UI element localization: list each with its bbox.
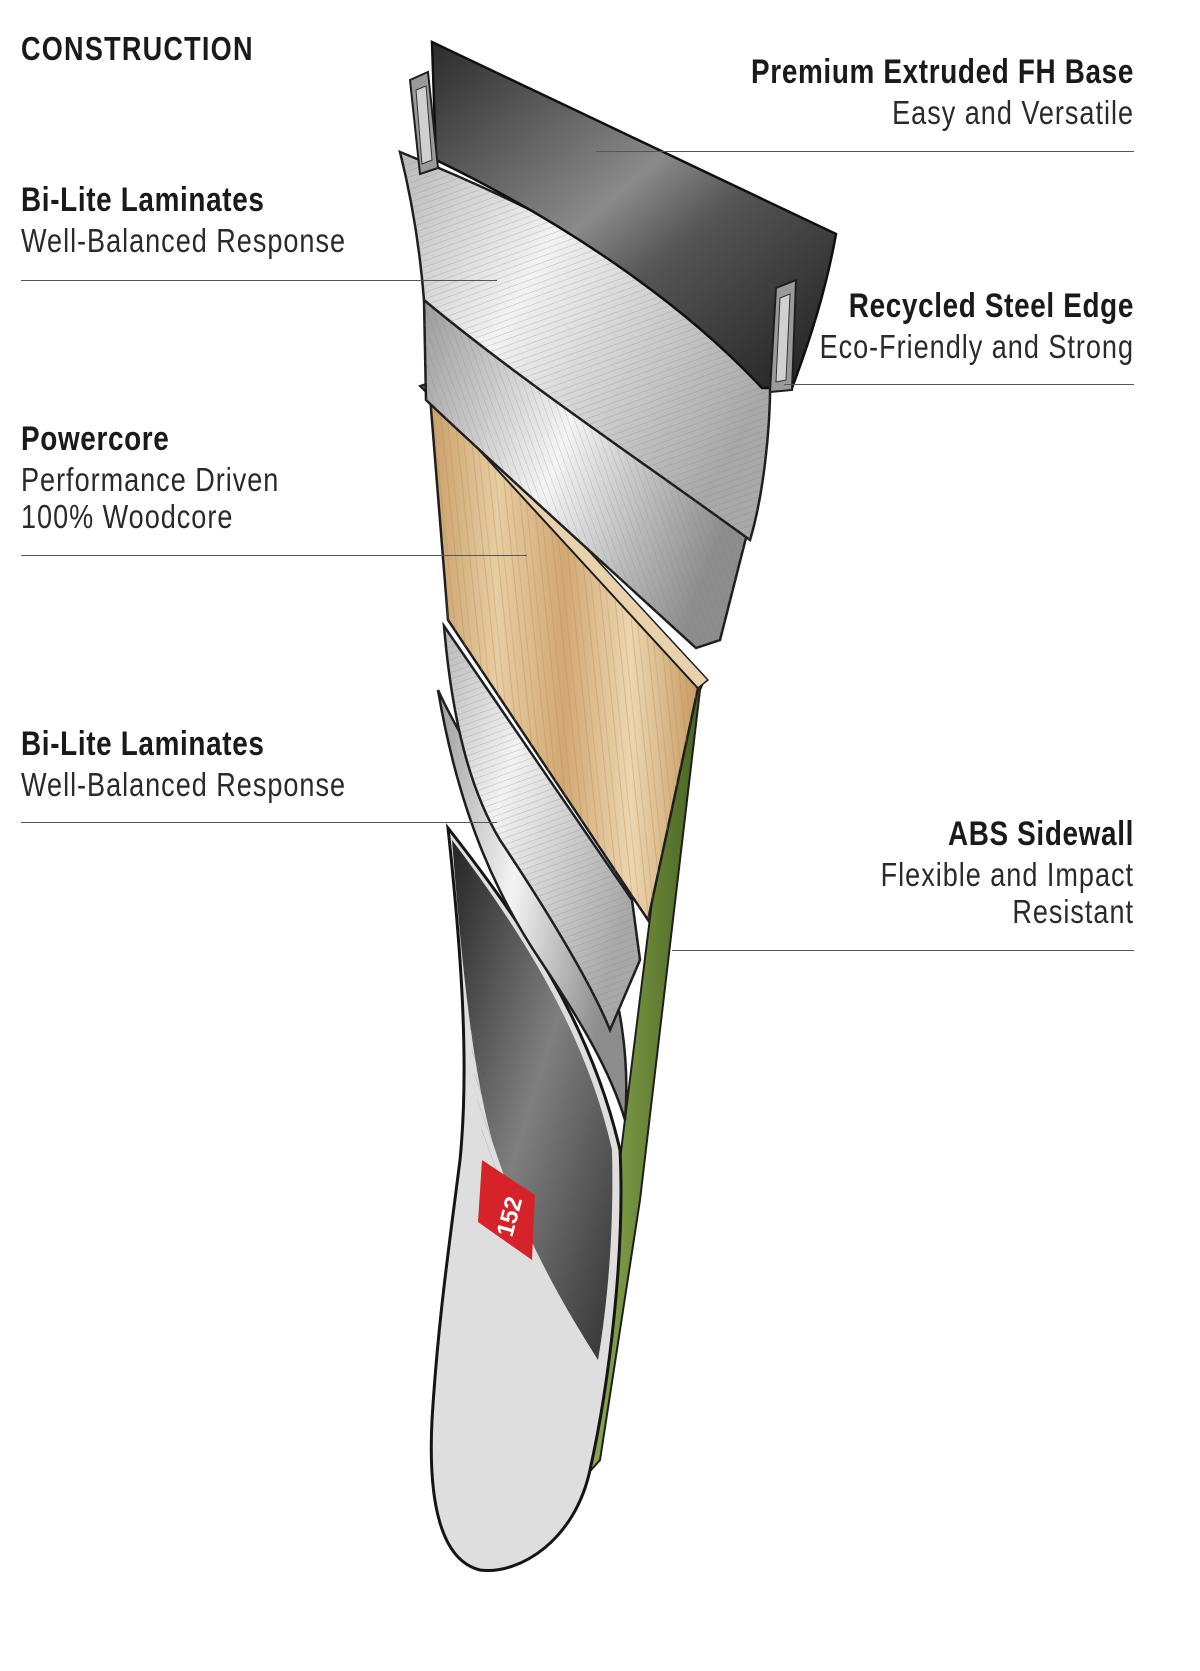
callout-powercore: Powercore Performance Driven 100% Woodco… [21,417,541,535]
callout-laminates-upper: Bi-Lite Laminates Well-Balanced Response [21,178,541,259]
leader-line-powercore [21,555,527,556]
leader-line-laminates-upper [21,280,497,281]
callout-base: Premium Extruded FH Base Easy and Versat… [614,50,1134,131]
callout-steel-edge-description: Eco-Friendly and Strong [819,328,1134,365]
steel-edge-left [408,70,440,176]
leader-line-laminates-lower [21,822,497,823]
callout-laminates-upper-description: Well-Balanced Response [21,222,347,259]
callout-base-description: Easy and Versatile [892,94,1134,131]
powercore-woodcore-grain [430,396,698,920]
callout-powercore-heading: Powercore [21,420,170,458]
size-badge: 152 [478,1160,535,1260]
topsheet-graphic [452,840,613,1360]
steel-edge-right [768,278,798,394]
bi-lite-laminate-lower-texture [444,626,640,1030]
callout-laminates-lower-heading: Bi-Lite Laminates [21,725,265,763]
callout-sidewall-description: Flexible and Impact Resistant [880,856,1134,930]
extruded-base-layer [430,39,838,390]
callout-laminates-lower: Bi-Lite Laminates Well-Balanced Response [21,722,541,803]
page-title: CONSTRUCTION [21,30,254,67]
bi-lite-laminate-upper-back-texture [424,300,758,648]
callout-base-heading: Premium Extruded FH Base [751,53,1134,91]
leader-line-sidewall [672,950,1134,951]
callout-laminates-lower-description: Well-Balanced Response [21,766,347,803]
callout-steel-edge-heading: Recycled Steel Edge [848,287,1134,325]
leader-line-base [596,151,1134,152]
callout-sidewall-heading: ABS Sidewall [947,815,1134,853]
callout-laminates-upper-heading: Bi-Lite Laminates [21,181,265,219]
bi-lite-laminate-upper-texture [400,152,771,540]
callout-steel-edge: Recycled Steel Edge Eco-Friendly and Str… [614,284,1134,365]
callout-powercore-description: Performance Driven 100% Woodcore [21,461,280,535]
leader-line-steel-edge [784,384,1134,385]
callout-sidewall: ABS Sidewall Flexible and Impact Resista… [614,812,1134,930]
